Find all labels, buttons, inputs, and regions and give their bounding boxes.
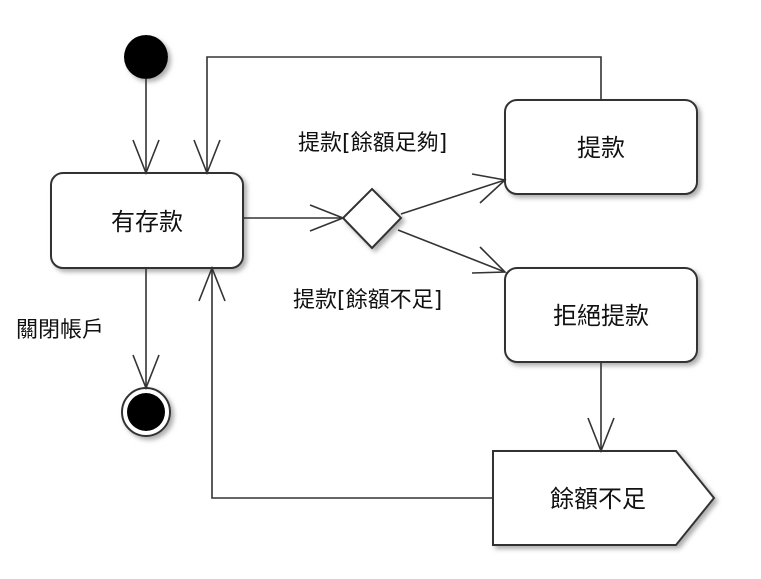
edge-decision-to-withdraw bbox=[400, 179, 506, 215]
arrowhead-signal-to-deposit bbox=[198, 265, 226, 302]
edge-label-withdraw-sufficient: 提款[餘額足夠] bbox=[298, 131, 447, 156]
final-state bbox=[121, 387, 171, 437]
signal-insufficient-balance: 餘額不足 bbox=[492, 450, 716, 546]
signal-insufficient-balance-label: 餘額不足 bbox=[550, 485, 646, 513]
decision-node bbox=[341, 187, 403, 250]
state-withdraw-label: 提款 bbox=[577, 134, 625, 162]
state-refuse-withdraw: 拒絕提款 bbox=[504, 267, 698, 363]
edge-label-withdraw-insufficient: 提款[餘額不足] bbox=[293, 288, 442, 313]
initial-state bbox=[124, 35, 168, 79]
arrowhead-deposit-to-decision bbox=[309, 204, 346, 232]
edge-label-close-account: 關閉帳戶 bbox=[16, 318, 104, 343]
arrowhead-initial-to-deposit bbox=[132, 139, 160, 176]
state-has-deposit-label: 有存款 bbox=[111, 208, 183, 236]
edge-decision-to-refuse bbox=[397, 229, 506, 273]
arrowhead-refuse-to-signal bbox=[587, 417, 615, 454]
state-refuse-withdraw-label: 拒絕提款 bbox=[553, 302, 649, 330]
arrowhead-decision-to-withdraw bbox=[471, 173, 507, 204]
state-withdraw: 提款 bbox=[504, 99, 698, 195]
arrowhead-withdraw-to-deposit bbox=[193, 139, 221, 176]
arrowhead-decision-to-refuse bbox=[471, 246, 507, 274]
state-has-deposit: 有存款 bbox=[50, 172, 244, 269]
arrowhead-deposit-to-final bbox=[132, 354, 160, 391]
edge-signal-to-deposit bbox=[211, 268, 493, 499]
edge-withdraw-to-deposit bbox=[206, 56, 602, 173]
